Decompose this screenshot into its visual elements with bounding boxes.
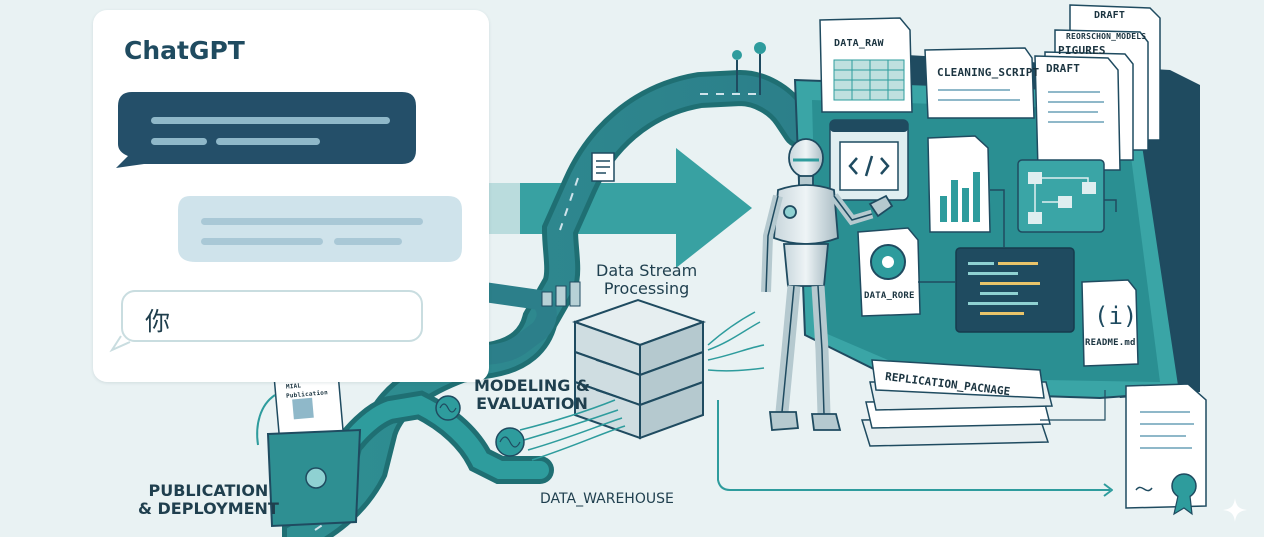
- draft-back-label: DRAFT: [1094, 10, 1126, 21]
- code-icon: [829, 119, 909, 201]
- replication-package-icon: [860, 359, 1053, 447]
- flowchart-icon: [1017, 159, 1105, 233]
- modeling-label: MODELING & EVALUATION: [474, 376, 590, 414]
- publication-label-line1: PUBLICATION: [148, 481, 269, 500]
- data-stream-label-line1: Data Stream: [596, 261, 698, 280]
- document-icon: [819, 17, 913, 113]
- arrow-right-icon: [480, 148, 752, 268]
- chat-input-text: 你: [145, 307, 171, 336]
- info-icon: (i): [1094, 302, 1138, 330]
- data-warehouse-label: DATA_WAREHOUSE: [540, 491, 674, 507]
- folder-icon: [256, 374, 362, 528]
- data-stack-icon: [541, 281, 581, 307]
- publication-doc-line1: MIAL: [285, 382, 302, 391]
- sparkle-icon: [1223, 498, 1247, 522]
- document-icon: [1034, 4, 1161, 171]
- cleaning-script-label: CLEANING_SCRIPT: [937, 66, 1040, 79]
- app-title: ChatGPT: [124, 36, 245, 65]
- readme-document: [1081, 279, 1139, 367]
- gear-icon: [857, 227, 921, 317]
- brain-icon: [495, 427, 525, 457]
- document-icon: [924, 47, 1035, 119]
- robot-figure: [761, 138, 894, 431]
- modeling-label-line2: EVALUATION: [476, 394, 588, 414]
- data-stream-lines: [519, 311, 765, 461]
- publication-label: PUBLICATION & DEPLOYMENT: [138, 481, 279, 519]
- data-stream-label: Data Stream Processing: [596, 261, 698, 299]
- chat-input[interactable]: [121, 290, 423, 342]
- server-stack-icon: [571, 298, 707, 440]
- data-raw-label: DATA_RAW: [834, 38, 884, 49]
- readme-label: README.md: [1085, 338, 1136, 348]
- figures-label: PIGURES: [1058, 44, 1106, 57]
- data-stream-label-line2: Processing: [603, 279, 690, 299]
- connector-lines: [918, 189, 1117, 283]
- data-core-label: DATA_RORE: [864, 291, 915, 301]
- draft-front-label: DRAFT: [1046, 62, 1081, 75]
- document-icon: [591, 152, 615, 182]
- bar-chart-icon: [927, 135, 991, 233]
- brain-icon: [435, 395, 461, 421]
- modeling-label-line1: MODELING &: [474, 376, 590, 395]
- publication-label-line2: & DEPLOYMENT: [138, 499, 279, 519]
- code-editor-panel: [955, 247, 1075, 333]
- flow-arrow: [717, 390, 1113, 497]
- certificate-icon: [1125, 383, 1207, 516]
- research-models-label: REORSCHON_MODELS: [1066, 32, 1147, 41]
